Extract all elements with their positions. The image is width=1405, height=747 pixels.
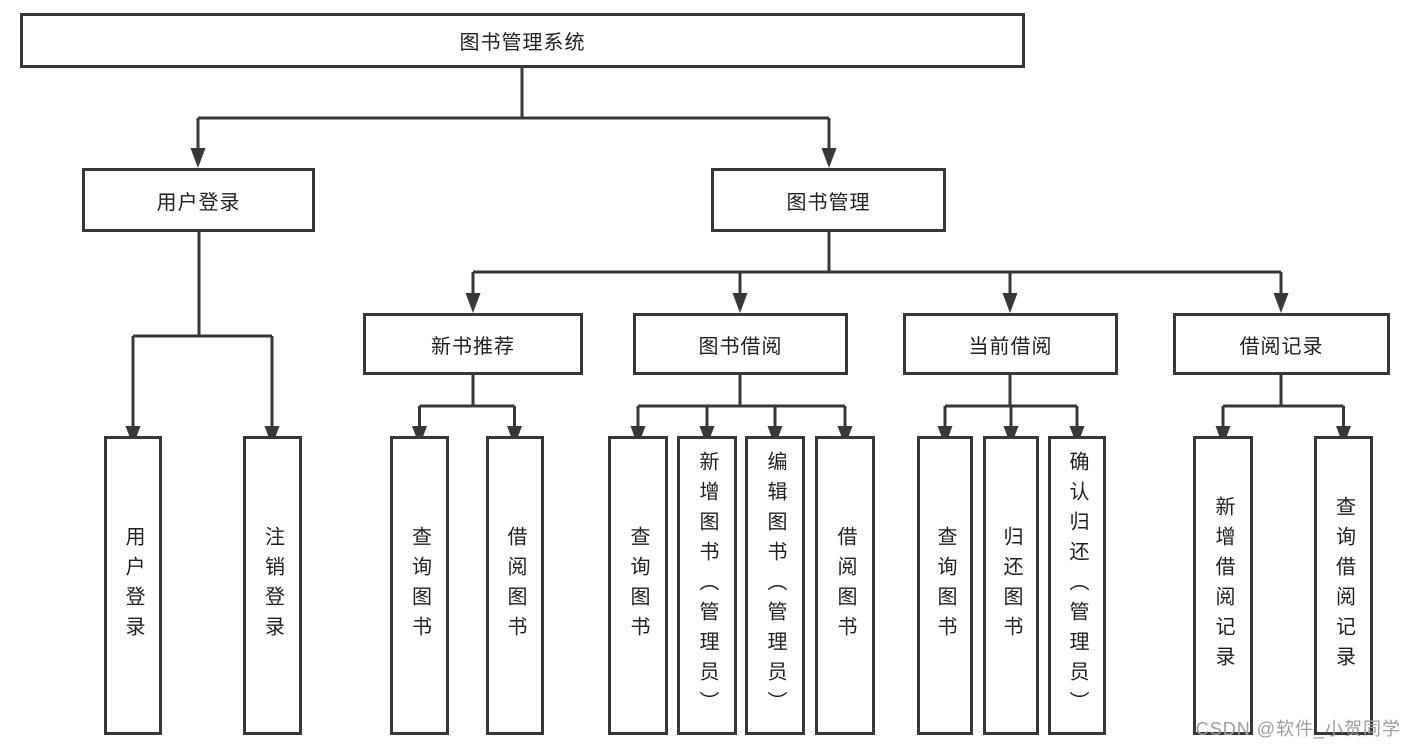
box-leaf-add-borrow-record: 新增借阅记录: [1193, 436, 1253, 735]
box-book-management: 图书管理: [711, 168, 946, 232]
box-current-borrowing-label: 当前借阅: [968, 335, 1053, 358]
box-leaf-query-books-3: 查询图书: [917, 436, 973, 735]
box-new-book-recommend-label: 新书推荐: [431, 335, 515, 358]
box-leaf-query-books-2-label: 查询图书: [627, 525, 649, 646]
arrowheads: [125, 148, 1351, 446]
box-root-label: 图书管理系统: [459, 32, 586, 54]
box-leaf-query-borrow-record: 查询借阅记录: [1314, 436, 1373, 735]
box-book-borrowing-label: 图书借阅: [698, 335, 783, 358]
box-current-borrowing: 当前借阅: [903, 313, 1118, 375]
box-user-login: 用户登录: [82, 168, 315, 232]
box-leaf-query-books-3-label: 查询图书: [934, 525, 956, 646]
box-leaf-borrow-books-1-label: 借阅图书: [504, 525, 526, 646]
box-leaf-logout: 注销登录: [243, 436, 302, 735]
box-leaf-return-book-label: 归还图书: [1000, 525, 1022, 646]
box-leaf-add-book-admin-label: 新增图书（管理员）: [696, 450, 718, 721]
box-book-borrowing: 图书借阅: [633, 313, 848, 375]
csdn-watermark: CSDN @软件_小贺同学: [1195, 719, 1401, 739]
box-leaf-confirm-return-admin-label: 确认归还（管理员）: [1066, 450, 1088, 721]
box-borrowing-records-label: 借阅记录: [1239, 335, 1324, 358]
box-leaf-borrow-books-1: 借阅图书: [486, 436, 544, 735]
box-borrowing-records: 借阅记录: [1173, 313, 1390, 375]
box-leaf-edit-book-admin-label: 编辑图书（管理员）: [764, 450, 786, 721]
box-root: 图书管理系统: [20, 13, 1025, 68]
box-leaf-borrow-books-2: 借阅图书: [815, 436, 875, 735]
box-leaf-confirm-return-admin: 确认归还（管理员）: [1048, 436, 1106, 735]
box-leaf-logout-label: 注销登录: [261, 525, 284, 646]
box-leaf-query-books-1-label: 查询图书: [408, 525, 431, 646]
box-leaf-add-borrow-record-label: 新增借阅记录: [1212, 495, 1234, 676]
box-book-management-label: 图书管理: [786, 191, 871, 214]
box-leaf-query-books-1: 查询图书: [390, 436, 449, 735]
box-leaf-user-login-label: 用户登录: [122, 525, 144, 646]
box-leaf-add-book-admin: 新增图书（管理员）: [677, 436, 737, 735]
connector-paths: [131, 68, 1345, 428]
box-leaf-user-login: 用户登录: [104, 436, 162, 735]
box-leaf-edit-book-admin: 编辑图书（管理员）: [745, 436, 805, 735]
box-user-login-label: 用户登录: [156, 191, 241, 214]
box-leaf-query-borrow-record-label: 查询借阅记录: [1332, 495, 1355, 676]
box-leaf-query-books-2: 查询图书: [608, 436, 668, 735]
box-leaf-return-book: 归还图书: [983, 436, 1039, 735]
box-leaf-borrow-books-2-label: 借阅图书: [834, 525, 856, 646]
box-new-book-recommend: 新书推荐: [363, 313, 583, 375]
